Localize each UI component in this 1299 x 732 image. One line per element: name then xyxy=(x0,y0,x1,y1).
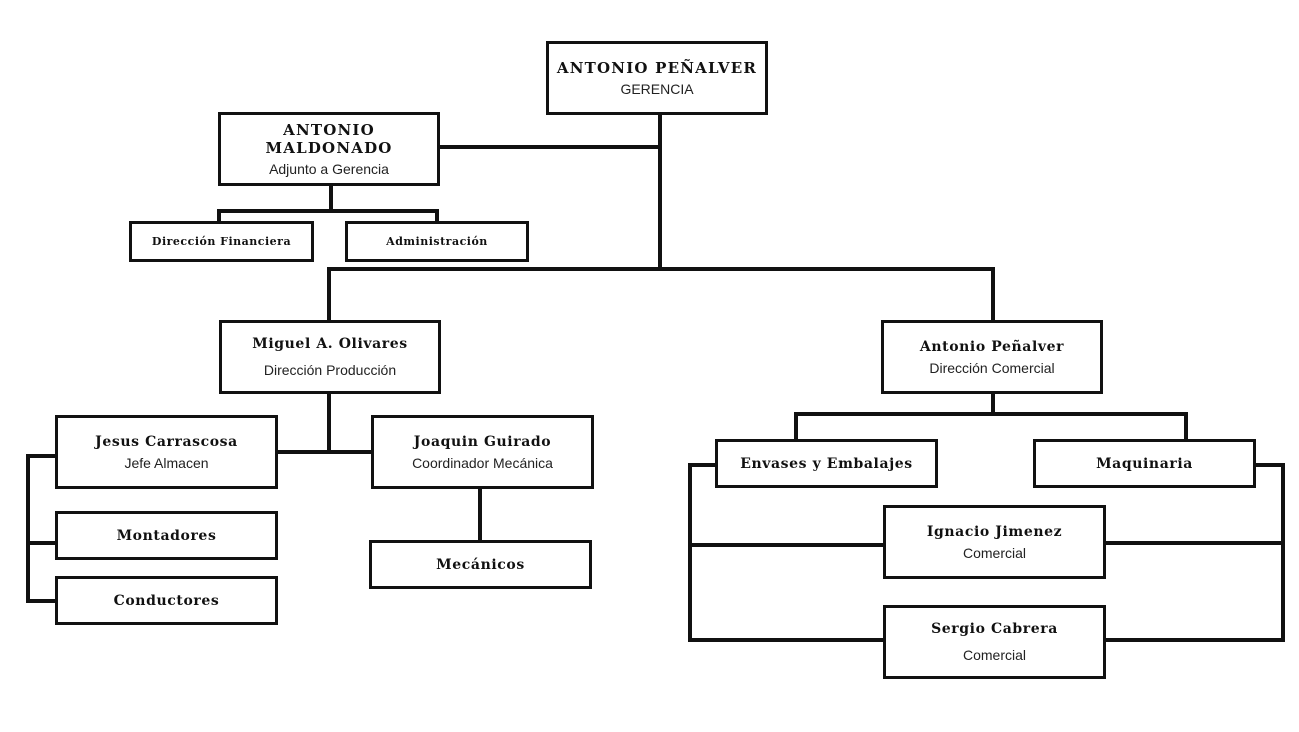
node-name: Administración xyxy=(386,234,488,248)
node-administracion: Administración xyxy=(345,221,529,262)
node-role: Coordinador Mecánica xyxy=(412,454,553,471)
node-adjunto-gerencia: ANTONIO MALDONADO Adjunto a Gerencia xyxy=(218,112,440,186)
node-name: Conductores xyxy=(113,592,220,609)
node-direccion-comercial: Antonio Peñalver Dirección Comercial xyxy=(881,320,1103,394)
node-role: Adjunto a Gerencia xyxy=(269,160,389,177)
node-conductores: Conductores xyxy=(55,576,278,625)
node-name: Montadores xyxy=(116,527,217,544)
node-role: Dirección Producción xyxy=(263,362,397,378)
node-name: ANTONIO MALDONADO xyxy=(265,120,393,157)
node-name: Jesus Carrascosa xyxy=(95,433,238,450)
node-name: Maquinaria xyxy=(1096,455,1193,472)
node-mecanicos: Mecánicos xyxy=(369,540,592,589)
node-envases-embalajes: Envases y Embalajes xyxy=(715,439,938,488)
node-name: ANTONIO PEÑALVER xyxy=(556,58,758,77)
node-montadores: Montadores xyxy=(55,511,278,560)
node-name: Mecánicos xyxy=(436,556,525,573)
node-comercial-ignacio: Ignacio Jimenez Comercial xyxy=(883,505,1106,579)
node-role: GERENCIA xyxy=(620,80,694,97)
node-role: Comercial xyxy=(962,544,1026,561)
node-jefe-almacen: Jesus Carrascosa Jefe Almacen xyxy=(55,415,278,489)
node-name: Sergio Cabrera xyxy=(931,621,1058,637)
node-role: Dirección Comercial xyxy=(929,359,1055,376)
node-comercial-sergio: Sergio Cabrera Comercial xyxy=(883,605,1106,679)
node-name: Ignacio Jimenez xyxy=(926,523,1063,540)
node-name: Antonio Peñalver xyxy=(919,338,1065,355)
node-coordinador-mecanica: Joaquin Guirado Coordinador Mecánica xyxy=(371,415,594,489)
node-name: Miguel A. Olivares xyxy=(252,336,408,352)
node-gerencia: ANTONIO PEÑALVER GERENCIA xyxy=(546,41,768,115)
node-direccion-financiera: Dirección Financiera xyxy=(129,221,314,262)
node-role: Jefe Almacen xyxy=(124,454,209,471)
node-name: Joaquin Guirado xyxy=(413,433,552,450)
node-maquinaria: Maquinaria xyxy=(1033,439,1256,488)
node-name: Envases y Embalajes xyxy=(740,455,913,472)
node-direccion-produccion: Miguel A. Olivares Dirección Producción xyxy=(219,320,441,394)
node-name: Dirección Financiera xyxy=(151,234,292,248)
node-role: Comercial xyxy=(962,647,1026,663)
